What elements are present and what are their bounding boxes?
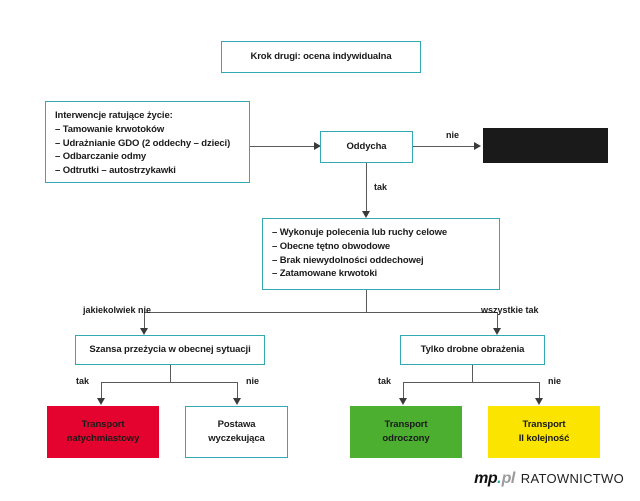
edge-label-criteria-any-no: jakiekolwiek nie (83, 305, 152, 315)
edge-label-minor-no: nie (548, 376, 562, 386)
interventions-box: Interwencje ratujące życie: – Tamowanie … (45, 101, 250, 183)
edge-survival-stem (170, 365, 172, 383)
logo-pl-text: pl (501, 470, 516, 487)
criteria-item-4: – Zatamowane krwotoki (272, 268, 378, 280)
edge-label-minor-yes: tak (378, 376, 392, 386)
interventions-heading: Interwencje ratujące życie: (55, 110, 173, 121)
criteria-box: – Wykonuje polecenia lub ruchy celowe – … (262, 218, 500, 290)
edge-minor-split-bar (403, 382, 540, 384)
interventions-item-1: – Tamowanie krwotoków (55, 123, 165, 135)
edge-label-criteria-all-yes: wszystkie tak (481, 305, 539, 315)
title-box: Krok drugi: ocena indywidualna (221, 41, 421, 73)
breathing-node-label: Oddycha (346, 141, 387, 153)
interventions-item-2: – Udrażnianie GDO (2 oddechy – dzieci) (55, 137, 231, 149)
outcome-delayed-line2: odroczony (382, 433, 430, 444)
edge-minor-left-arrowhead (399, 398, 407, 405)
logo-ratownictwo-text: RATOWNICTWO (520, 471, 624, 486)
edge-minor-right-drop (539, 382, 541, 400)
criteria-item-3: – Brak niewydolności oddechowej (272, 254, 424, 266)
edge-breathing-yes (366, 163, 368, 213)
interventions-item-3: – Odbarczanie odmy (55, 151, 147, 163)
edge-criteria-stem (366, 290, 368, 313)
edge-minor-stem (472, 365, 474, 383)
edge-label-survival-yes: tak (76, 376, 90, 386)
outcome-immediate-line2: natychmiastowy (66, 433, 140, 444)
survival-node: Szansa przeżycia w obecnej sytuacji (75, 335, 265, 365)
outcome-second-priority-line1: Transport (522, 419, 566, 431)
edge-breathing-no-arrowhead (474, 142, 481, 150)
survival-node-label: Szansa przeżycia w obecnej sytuacji (89, 344, 251, 356)
edge-breathing-no (413, 146, 476, 148)
breathing-node: Oddycha (320, 131, 413, 163)
outcome-expectant-line1: Postawa (217, 419, 256, 431)
edge-survival-right-drop (237, 382, 239, 400)
edge-survival-left-drop (101, 382, 103, 400)
edge-criteria-right-drop (497, 312, 499, 330)
outcome-expectant: Postawa wyczekująca (185, 406, 288, 458)
edge-survival-split-bar (101, 382, 238, 384)
criteria-item-2: – Obecne tętno obwodowe (272, 240, 391, 252)
edge-criteria-left-drop (144, 312, 146, 330)
mp-pl-ratownictwo-logo: mp . pl RATOWNICTWO (474, 471, 624, 487)
criteria-item-1: – Wykonuje polecenia lub ruchy celowe (272, 227, 448, 238)
edge-interventions-to-breathing (250, 146, 317, 148)
interventions-item-4: – Odtrutki – autostrzykawki (55, 165, 176, 177)
edge-label-breathing-no: nie (446, 130, 460, 140)
outcome-second-priority-line2: II kolejność (518, 433, 570, 444)
outcome-second-priority-transport: Transport II kolejność (488, 406, 600, 458)
edge-interventions-to-breathing-arrowhead (314, 142, 321, 150)
outcome-delayed-line1: Transport (384, 419, 428, 431)
outcome-expectant-line2: wyczekująca (208, 433, 265, 444)
edge-criteria-right-arrowhead (493, 328, 501, 335)
edge-label-survival-no: nie (246, 376, 260, 386)
outcome-immediate-line1: Transport (81, 419, 125, 431)
edge-breathing-yes-arrowhead (361, 211, 370, 218)
edge-label-breathing-yes: tak (374, 182, 388, 192)
outcome-delayed-transport: Transport odroczony (350, 406, 462, 458)
edge-criteria-split-bar (144, 312, 498, 314)
redacted-box (483, 128, 608, 163)
edge-minor-right-arrowhead (535, 398, 543, 405)
logo-dot: . (497, 470, 502, 487)
edge-minor-left-drop (403, 382, 405, 400)
logo-mp-text: mp (474, 470, 498, 487)
title-box-label: Krok drugi: ocena indywidualna (250, 51, 392, 63)
minor-injuries-node-label: Tylko drobne obrażenia (420, 344, 525, 356)
edge-survival-right-arrowhead (233, 398, 241, 405)
edge-criteria-left-arrowhead (140, 328, 148, 335)
outcome-immediate-transport: Transport natychmiastowy (47, 406, 159, 458)
edge-survival-left-arrowhead (97, 398, 105, 405)
minor-injuries-node: Tylko drobne obrażenia (400, 335, 545, 365)
